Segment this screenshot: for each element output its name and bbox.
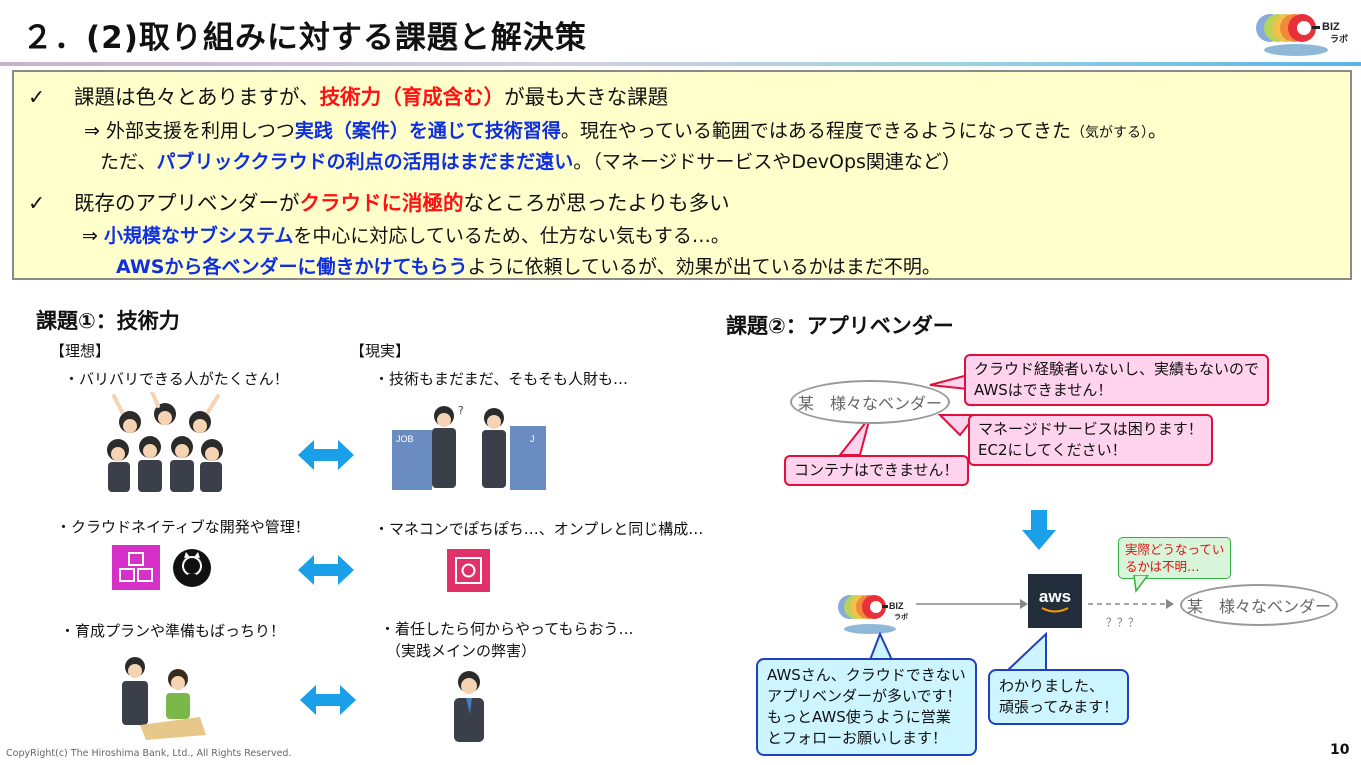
ideal-item-1: ・バリバリできる人がたくさん！ (64, 370, 289, 388)
svg-text:JOB: JOB (396, 434, 414, 444)
copyright: CopyRight(c) The Hiroshima Bank, Ltd., A… (6, 748, 292, 759)
biz-lab-logo: BIZ ラボ (1256, 14, 1348, 56)
double-arrow-icon (298, 555, 354, 585)
reality-label: 【現実】 (350, 342, 411, 360)
cheering-people-illustration (107, 392, 223, 492)
question-marks: ？？？ (1106, 616, 1139, 629)
flow-arrows (916, 599, 1174, 609)
page-number: 10 (1330, 742, 1350, 758)
callout-green-tail (1133, 575, 1149, 593)
biz-lab-logo-small: BIZ ラボ (838, 595, 908, 634)
summary-point-2: ✓既存のアプリベンダーがクラウドに消極的なところが思ったよりも多い (28, 191, 730, 215)
reality-item-2: ・マネコンでぽちぽち…、オンプレと同じ構成… (374, 520, 704, 538)
summary-point-1-detail: ⇒ 外部支援を利用しつつ実践（案件）を通じて技術習得。現在やっている範囲ではある… (84, 120, 1168, 142)
summary-box: ✓課題は色々とありますが、技術力（育成含む）が最も大きな課題 ⇒ 外部支援を利用… (12, 70, 1352, 280)
highlight-tech-skill: 技術力（育成含む） (319, 85, 505, 109)
summary-point-2-detail: ⇒ 小規模なサブシステムを中心に対応しているため、仕方ない気もする…。 (82, 225, 730, 247)
svg-text:J: J (530, 434, 535, 444)
double-arrow-icon (298, 440, 354, 470)
github-icon (173, 549, 211, 587)
check-icon: ✓ (28, 85, 46, 109)
worried-workers-illustration: JOB J ? (392, 404, 546, 490)
svg-text:BIZ: BIZ (1322, 21, 1340, 33)
reality-item-3: ・着任したら何からやってもらおう… (380, 620, 634, 638)
callout-no-container: コンテナはできません！ (784, 455, 969, 486)
aws-logo: aws (1028, 574, 1082, 628)
reality-item-1: ・技術もまだまだ、そもそも人財も… (374, 370, 628, 388)
ideal-label: 【理想】 (50, 342, 111, 360)
ideal-item-2: ・クラウドネイティブな開発や管理！ (56, 518, 310, 536)
summary-point-2-detail-2: AWSから各ベンダーに働きかけてもらうように依頼しているが、効果が出ているかはま… (116, 256, 941, 278)
worried-newcomer-illustration (454, 671, 484, 742)
svg-text:ラボ: ラボ (894, 612, 908, 621)
svg-text:BIZ: BIZ (889, 601, 904, 611)
highlight-cloud-reluctant: クラウドに消極的 (299, 191, 464, 215)
aws-cloud-native-service-icon (112, 545, 160, 590)
callout-bank-request: AWSさん、クラウドできない アプリベンダーが多いです！ もっとAWS使うように… (756, 658, 977, 756)
aws-management-console-icon (447, 549, 490, 592)
callout-unknown-effect: 実際どうなってい るかは不明… (1118, 537, 1232, 579)
callout-aws-reply: わかりました、 頑張ってみます！ (988, 669, 1130, 725)
svg-text:ラボ: ラボ (1330, 33, 1348, 45)
down-arrow-icon (1022, 510, 1056, 550)
callout-managed-service: マネージドサービスは困ります！ EC2にしてください！ (968, 414, 1213, 466)
check-icon: ✓ (28, 191, 46, 215)
page-title: ２．(2)取り組みに対する課題と解決策 (22, 20, 587, 56)
svg-text:?: ? (458, 404, 464, 417)
aws-smile-icon (1041, 607, 1069, 613)
training-session-illustration (122, 657, 206, 740)
vendor-ellipse-top: 某 様々なベンダー (790, 380, 950, 424)
issue-2-heading: 課題②：アプリベンダー (726, 314, 954, 338)
ideal-item-3: ・育成プランや準備もばっちり！ (60, 622, 286, 640)
issue-1-heading: 課題①：技術力 (36, 309, 180, 333)
vendor-ellipse-bottom: 某 様々なベンダー (1180, 584, 1338, 626)
title-divider (0, 62, 1361, 66)
summary-point-1-detail-2: ただ、パブリッククラウドの利点の活用はまだまだ遠い。（マネージドサービスやDev… (100, 151, 961, 173)
reality-item-3-note: （実践メインの弊害） (386, 642, 537, 660)
double-arrow-icon (300, 685, 356, 715)
callout-no-experience: クラウド経験者いないし、実績もないので AWSはできません！ (964, 354, 1270, 406)
summary-point-1: ✓課題は色々とありますが、技術力（育成含む）が最も大きな課題 (28, 85, 669, 109)
